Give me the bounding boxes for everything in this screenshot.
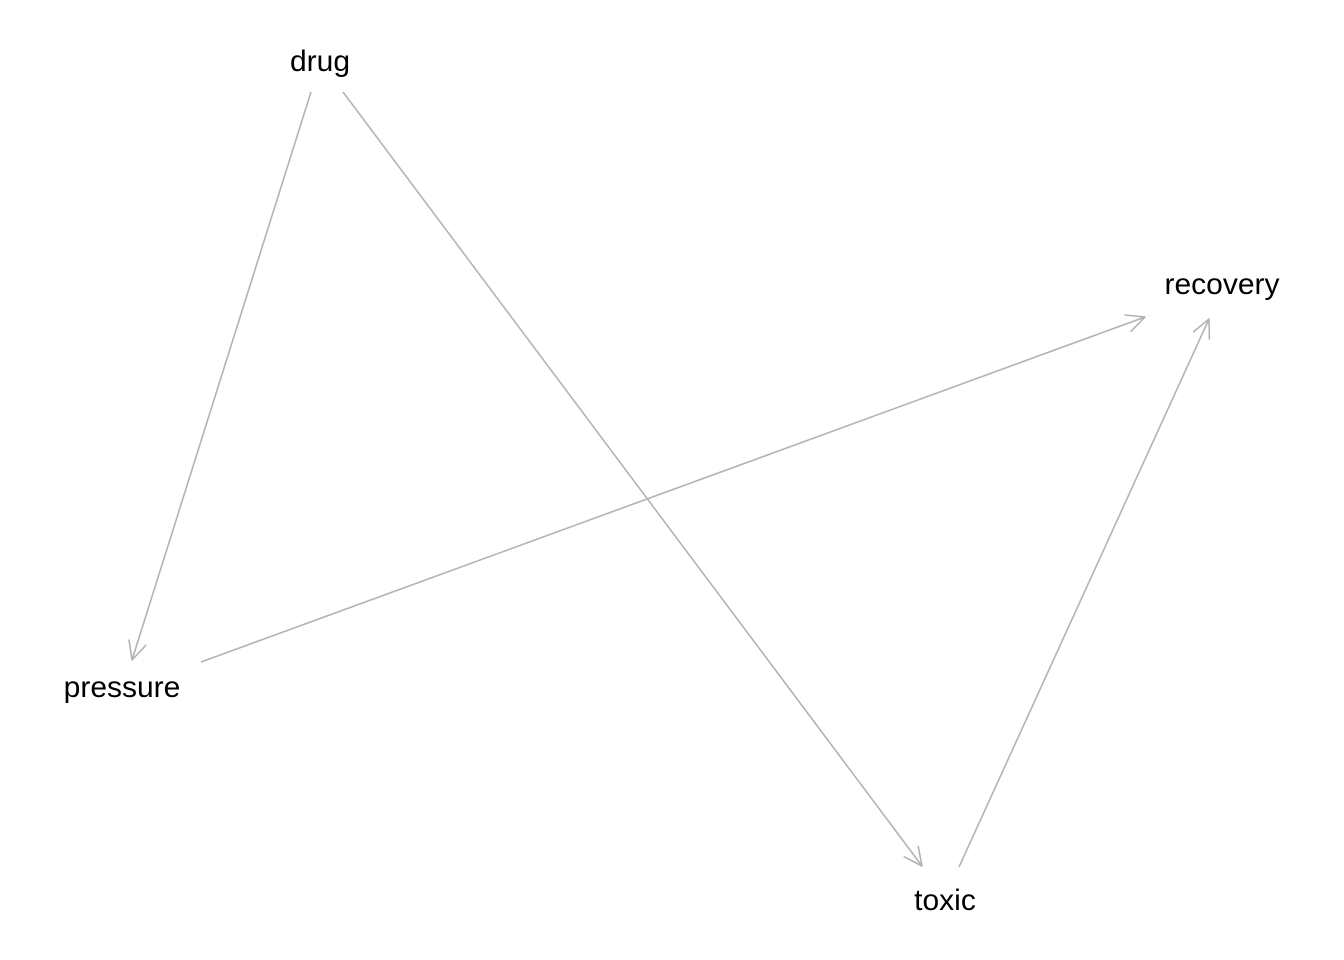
edge-drug-to-pressure — [128, 91, 312, 661]
edge-drug-to-toxic — [342, 91, 923, 867]
node-toxic: toxic — [914, 884, 976, 917]
edge-pressure-to-recovery — [200, 314, 1146, 663]
nodes-layer: drug recovery pressure toxic — [64, 45, 1280, 917]
edges-layer — [128, 91, 1211, 868]
arrowhead-icon — [1192, 318, 1211, 340]
edge-toxic-to-recovery — [958, 318, 1211, 868]
node-drug: drug — [290, 45, 350, 78]
arrowhead-icon — [128, 639, 147, 661]
node-pressure: pressure — [64, 671, 181, 704]
arrowhead-icon — [1124, 314, 1146, 333]
node-recovery: recovery — [1164, 268, 1279, 301]
arrowhead-icon — [903, 845, 923, 867]
